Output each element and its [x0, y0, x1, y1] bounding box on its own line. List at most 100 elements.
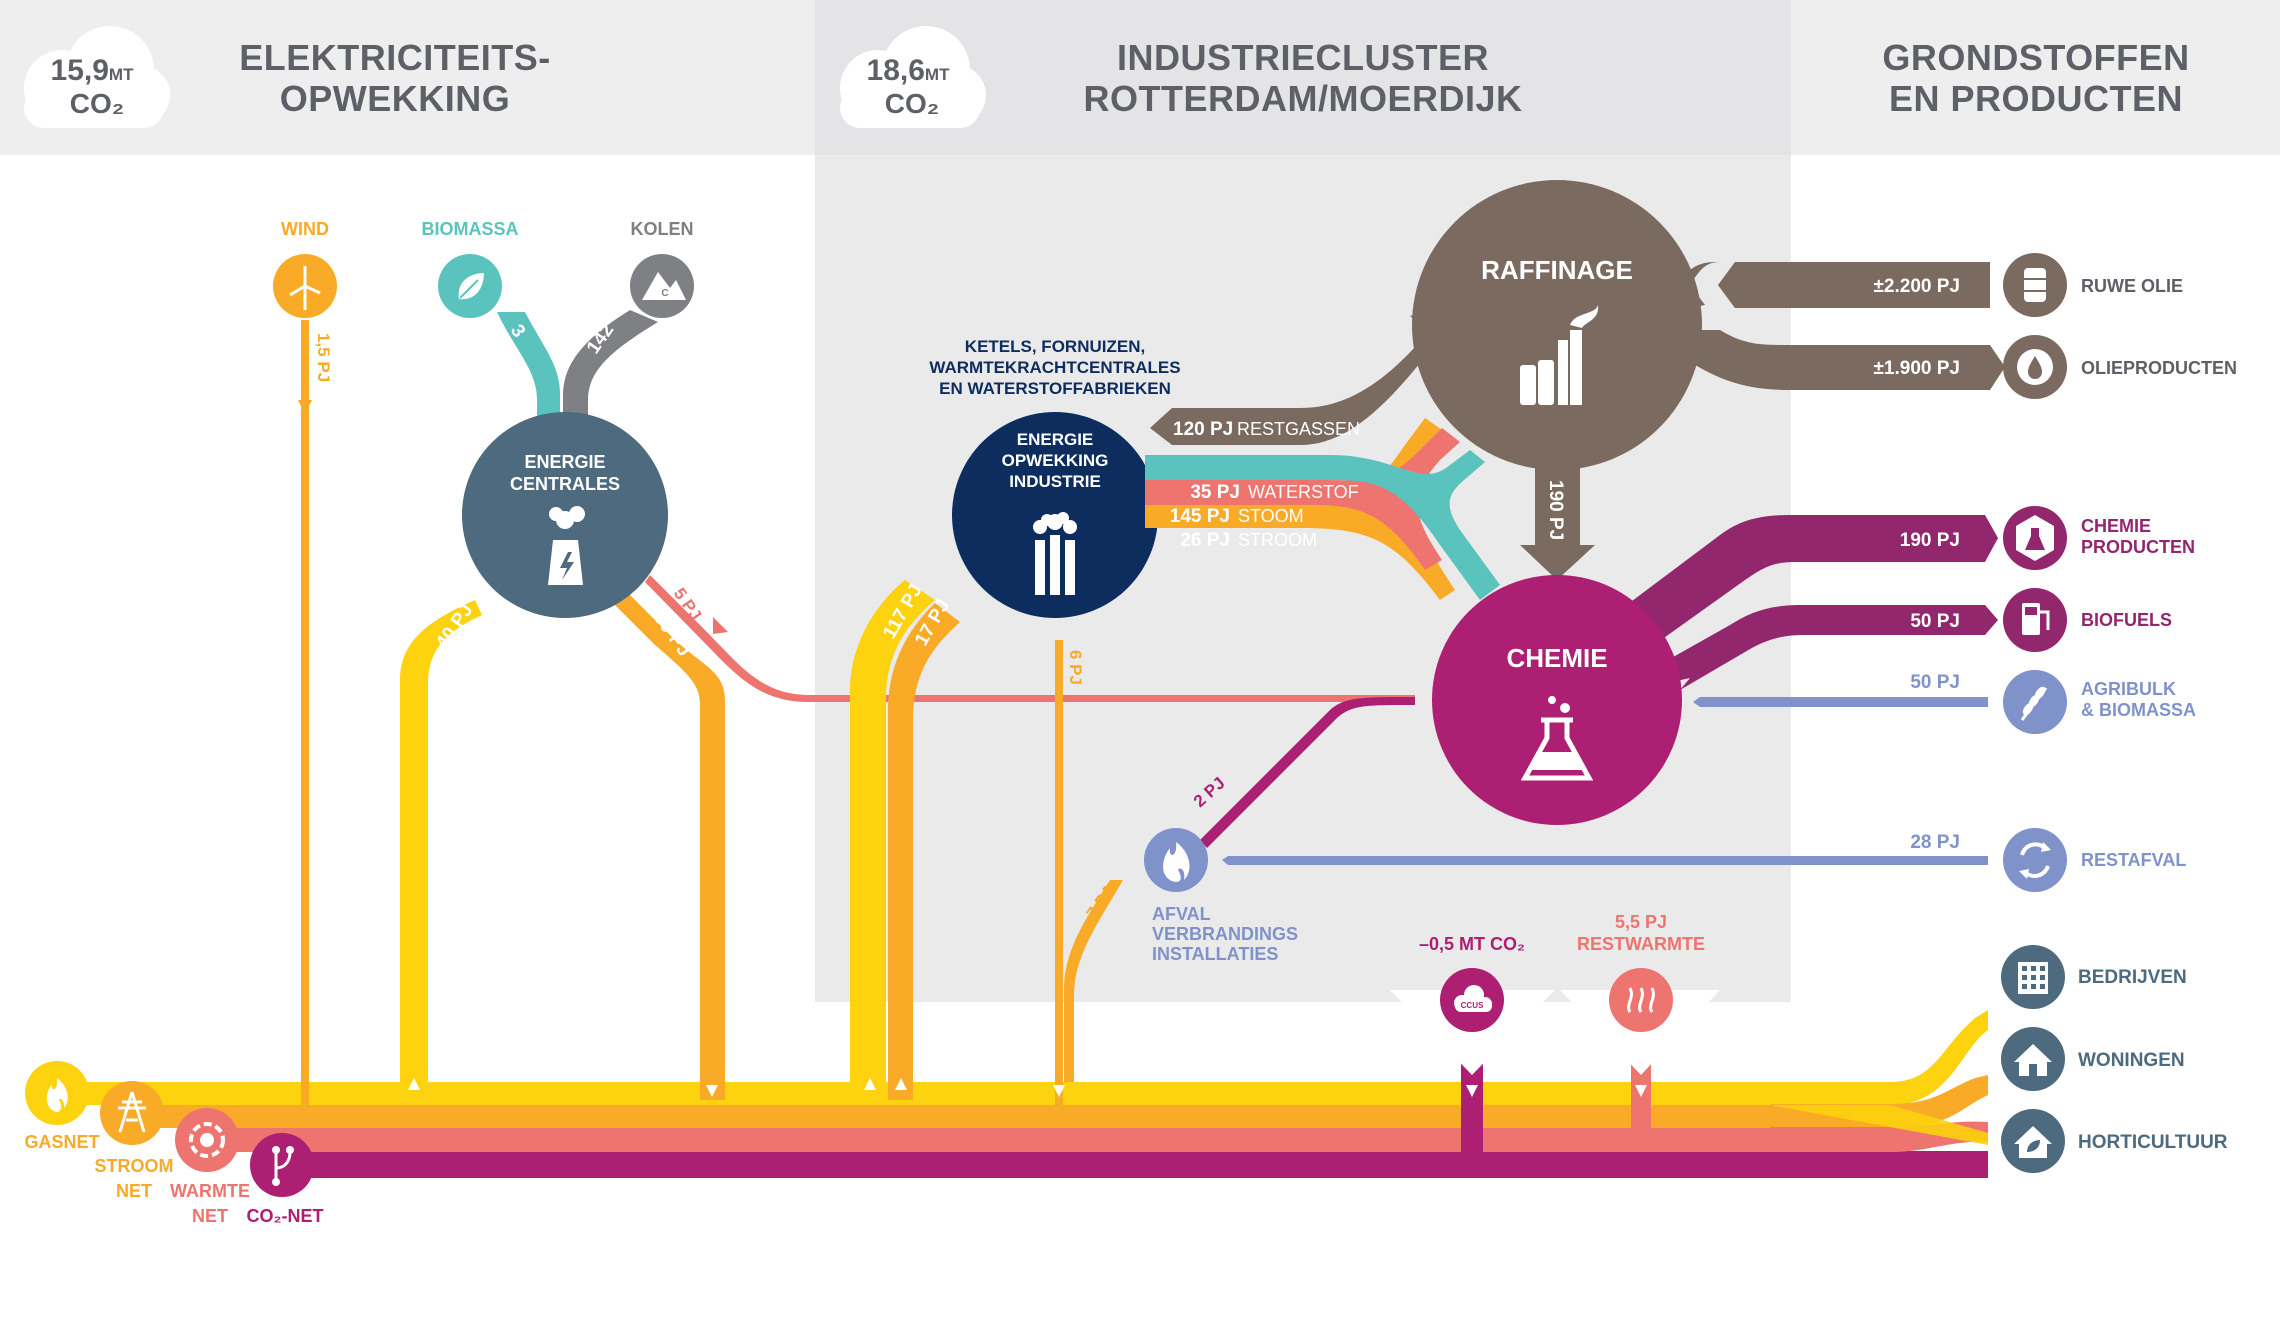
node-energiecentrales: ENERGIE CENTRALES: [462, 412, 668, 618]
bedrijven-label: BEDRIJVEN: [2078, 967, 2187, 988]
source-wind: WIND: [273, 219, 337, 318]
node-energie-industrie: KETELS, FORNUIZEN, WARMTEKRACHTCENTRALES…: [929, 337, 1181, 618]
stroomnet-band: [130, 1104, 1770, 1128]
ccus-funnel-bg: [1390, 990, 1555, 1075]
restwarmte-label: RESTWARMTE: [1577, 934, 1705, 954]
chemie-label: CHEMIE: [1506, 643, 1607, 673]
chemie-producten-line1: CHEMIE: [2081, 516, 2151, 536]
horticultuur-label: HORTICULTUUR: [2078, 1132, 2228, 1153]
svg-text:15,9MT: 15,9MT: [51, 54, 135, 87]
co2net-label: CO₂-NET: [247, 1206, 324, 1226]
kolen-label: KOLEN: [631, 219, 694, 239]
flask-icon: [1520, 717, 1594, 781]
waterstof-label: WATERSTOF: [1248, 482, 1359, 502]
industrie-up1-arrow: [864, 1078, 876, 1090]
product-restafval: RESTAFVAL: [2003, 828, 2186, 892]
centrales-salmon-arrow: [713, 617, 728, 634]
stroom-label: STROOM: [1238, 530, 1317, 550]
svg-text:18,6MT: 18,6MT: [867, 54, 951, 87]
co2-unit-left: MT: [109, 65, 134, 84]
biofuels-flow: [1645, 605, 1998, 690]
restgassen-label: RESTGASSEN: [1237, 419, 1360, 439]
gasnet-label: GASNET: [24, 1132, 99, 1152]
industrie-line2: OPWEKKING: [1002, 451, 1109, 470]
afval-line3: INSTALLATIES: [1152, 944, 1278, 964]
consumer-woningen: WONINGEN: [2001, 1027, 2185, 1091]
stoom-label: STOOM: [1238, 506, 1304, 526]
node-afval: AFVAL VERBRANDINGS INSTALLATIES: [1144, 828, 1298, 964]
header-left-line1: ELEKTRICITEITS-: [239, 37, 551, 78]
restafval-band: [1228, 856, 1988, 865]
power-pylon-icon: [100, 1081, 164, 1145]
recycle-icon: [2003, 828, 2067, 892]
waterstof-value: 35 PJ: [1190, 482, 1240, 503]
waterstof-stream: [1145, 450, 1500, 600]
kolen-flow: [563, 310, 658, 440]
afval-line1: AFVAL: [1152, 904, 1211, 924]
header-middle: 18,6MT CO₂ INDUSTRIECLUSTER ROTTERDAM/MO…: [840, 26, 1522, 128]
gasnet-to-bedrijven: [1770, 1010, 1988, 1105]
agribulk-line1: AGRIBULK: [2081, 679, 2176, 699]
afval-line2: VERBRANDINGS: [1152, 924, 1298, 944]
chemie-producten-flow: [1618, 515, 1998, 655]
stoom-value: 145 PJ: [1170, 506, 1230, 527]
svg-text:35 PJ: 35 PJ: [1190, 482, 1240, 503]
factory-icon: [1033, 512, 1077, 595]
industrie-caption3: EN WATERSTOFFABRIEKEN: [939, 379, 1171, 398]
restafval-value: 28 PJ: [1910, 832, 1960, 853]
product-biofuels: BIOFUELS: [2003, 588, 2172, 652]
centrales-40pj: [400, 600, 482, 1082]
header-middle-line1: INDUSTRIECLUSTER: [1117, 37, 1489, 78]
network-gasnet: GASNET: [24, 1061, 100, 1152]
gas-to-horti: [1770, 1105, 1988, 1145]
network-stroomnet: STROOM NET: [95, 1081, 174, 1201]
industrie-caption1: KETELS, FORNUIZEN,: [965, 337, 1145, 356]
wind-label: WIND: [281, 219, 329, 239]
restgassen-value: 120 PJ: [1173, 419, 1233, 440]
co2-unit-middle: MT: [925, 65, 950, 84]
agribulk-flow: [1693, 697, 1988, 707]
centrales-line2: CENTRALES: [510, 474, 620, 494]
header-left: 15,9MT CO₂ ELEKTRICITEITS- OPWEKKING: [24, 26, 551, 128]
source-kolen: KOLEN C: [630, 219, 694, 318]
co2-network-icon: [250, 1133, 314, 1197]
network-co2net: CO₂-NET: [247, 1133, 324, 1226]
restgassen-flow: [1150, 300, 1460, 445]
stroomnet-line1: STROOM: [95, 1156, 174, 1176]
olieproducten-value: ±1.900 PJ: [1874, 358, 1961, 379]
product-ruwe-olie: RUWE OLIE: [2003, 253, 2183, 317]
industrie-down-arrow: [1053, 1085, 1065, 1097]
biomassa-label: BIOMASSA: [421, 219, 518, 239]
refinery-icon: [1520, 305, 1599, 405]
afval-2pj: [1200, 697, 1415, 848]
co2-label-left: CO₂: [70, 88, 124, 119]
centrales-80pj: [600, 575, 725, 1100]
industrie-17pj: [888, 603, 960, 1100]
wind-arrow: [298, 400, 312, 414]
centrales-line1: ENERGIE: [524, 452, 605, 472]
power-plant-icon: [548, 506, 585, 585]
restwarmte-arrow: [1635, 1085, 1647, 1097]
restwarmte-funnel-bg: [1560, 990, 1720, 1075]
ruwe-olie-band: [1718, 262, 1990, 308]
co2-net-band: [278, 1151, 1988, 1178]
industrie-line1: ENERGIE: [1017, 430, 1094, 449]
node-chemie: CHEMIE: [1432, 575, 1682, 825]
olieproducten-label: OLIEPRODUCTEN: [2081, 358, 2237, 378]
industrie-6pj: [1055, 640, 1063, 1105]
stroomnet-line2: NET: [116, 1181, 152, 1201]
stroom-stream: [1145, 418, 1455, 600]
node-raffinage: RAFFINAGE: [1412, 180, 1702, 470]
biomassa-flow: [497, 312, 560, 440]
ruwe-olie-label: RUWE OLIE: [2081, 276, 2183, 296]
svg-text:26 PJ: 26 PJ: [1180, 530, 1230, 551]
biofuels-label: BIOFUELS: [2081, 610, 2172, 630]
industrie-up2-arrow: [895, 1078, 907, 1090]
stoom-stream: [1145, 428, 1460, 570]
agribulk-value: 50 PJ: [1910, 672, 1960, 693]
afval-7pj: [1064, 880, 1123, 1082]
stroom-value: 26 PJ: [1180, 530, 1230, 551]
svg-text:145 PJ: 145 PJ: [1170, 506, 1230, 527]
header-left-line2: OPWEKKING: [280, 78, 511, 119]
